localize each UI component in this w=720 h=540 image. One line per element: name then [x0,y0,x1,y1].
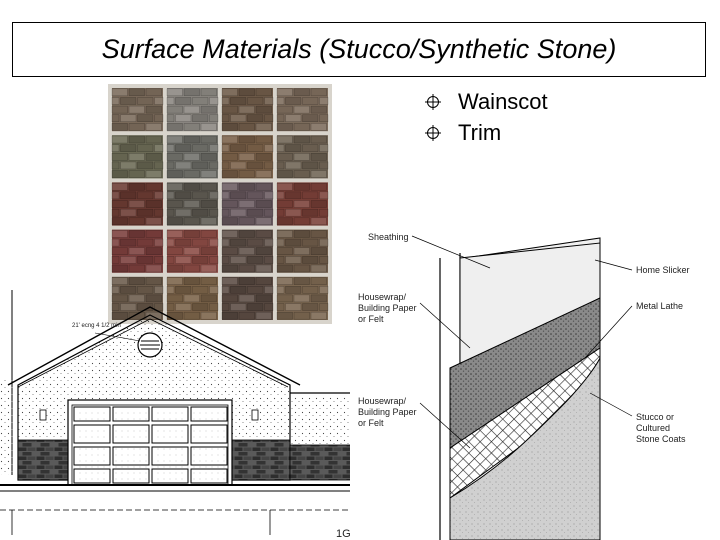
stone-swatch [276,135,329,179]
stone-swatch [276,88,329,132]
stone-swatch [166,229,219,273]
wall-section-diagram: Sheathing Housewrap/ Building Paper or F… [350,198,720,540]
bullet-item-wainscot: Wainscot [424,86,548,117]
bullet-text: Trim [458,119,502,145]
stone-swatch [221,135,274,179]
housewrap-label-bottom: Housewrap/ Building Paper or Felt [358,396,419,428]
house-elevation-drawing: 21' ecng 4 1/2 min 1G [0,290,352,540]
slide-title: Surface Materials (Stucco/Synthetic Ston… [101,34,617,64]
elevation-corner-text: 1G [336,528,351,540]
bullet-item-trim: Trim [424,117,548,148]
stone-swatch [111,88,164,132]
crosshair-bullet-icon [425,93,441,110]
stone-swatch [221,182,274,226]
stucco-label: Stucco or Cultured Stone Coats [636,412,686,444]
elevation-note: 21' ecng 4 1/2 min [72,323,121,329]
stone-swatch [111,229,164,273]
stone-swatch [221,88,274,132]
stone-swatch [111,182,164,226]
title-box: Surface Materials (Stucco/Synthetic Ston… [12,22,706,77]
bullet-list: Wainscot Trim [424,86,548,148]
home-slicker-label: Home Slicker [636,265,690,275]
stone-swatch [276,182,329,226]
crosshair-bullet-icon [425,124,441,141]
stone-swatch [221,276,274,320]
stone-swatch [111,135,164,179]
stone-swatch [166,135,219,179]
stone-swatch [221,229,274,273]
stone-swatch [276,229,329,273]
housewrap-label-top: Housewrap/ Building Paper or Felt [358,292,419,324]
stone-swatch [166,88,219,132]
stone-swatch [166,182,219,226]
stone-swatch [111,276,164,320]
bullet-text: Wainscot [458,88,548,114]
metal-lathe-label: Metal Lathe [636,301,683,311]
sheathing-label: Sheathing [368,232,409,242]
stone-swatch-grid [108,84,332,324]
stone-swatch [276,276,329,320]
stone-swatch [166,276,219,320]
